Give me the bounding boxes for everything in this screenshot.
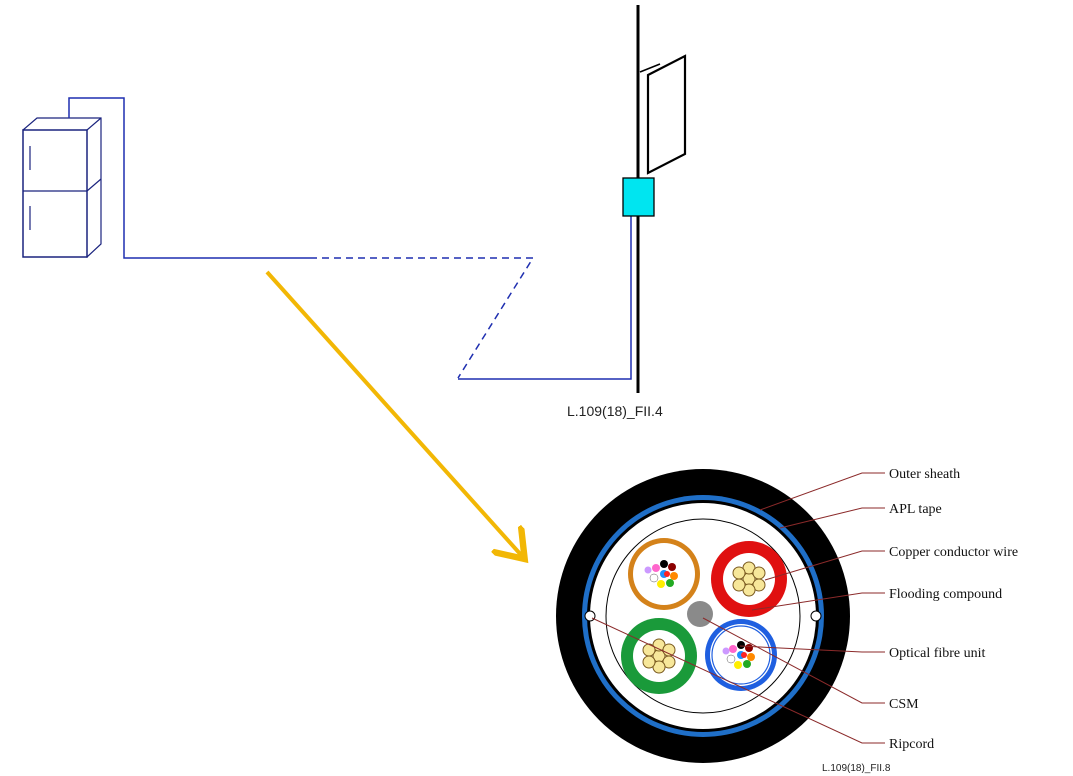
cable-route-dashed — [310, 257, 535, 379]
copper-unit — [711, 541, 787, 617]
leader-flooding — [751, 592, 885, 611]
leader-csm — [702, 617, 885, 704]
label-flooding-compound: Flooding compound — [889, 587, 1002, 602]
arrow-to-cross-section — [265, 270, 522, 556]
leader-apl-tape — [779, 507, 885, 529]
copper-unit-green — [621, 618, 697, 694]
cable-cross-section-figure: Outer sheath APL tape Copper conductor w… — [556, 467, 1018, 774]
fibre-unit-blue — [705, 619, 777, 691]
label-outer-sheath: Outer sheath — [889, 467, 960, 482]
central-strength-member — [687, 601, 713, 627]
leader-optical-unit — [739, 645, 885, 653]
ripcord-left — [584, 610, 596, 622]
label-apl-tape: APL tape — [889, 502, 942, 517]
label-csm: CSM — [889, 697, 919, 712]
splice-closure — [622, 177, 655, 217]
label-ripcord: Ripcord — [889, 737, 934, 752]
fibre-bundle — [644, 560, 678, 588]
leader-copper-wire — [764, 550, 885, 581]
cable-route-to-pole — [458, 216, 632, 380]
label-optical-fibre-unit: Optical fibre unit — [889, 646, 986, 661]
leader-outer-sheath — [759, 472, 885, 511]
leader-lines — [591, 472, 885, 744]
figure-caption-bottom: L.109(18)_FII.8 — [822, 763, 891, 774]
drop-installation-figure: L.109(18)_FII.4 — [22, 5, 687, 419]
label-copper-conductor-wire: Copper conductor wire — [889, 545, 1018, 560]
cable-route-solid — [68, 97, 310, 259]
flooding-boundary — [605, 518, 801, 714]
leader-ripcord — [591, 617, 885, 744]
ripcord-right — [810, 610, 822, 622]
figure-caption-top: L.109(18)_FII.4 — [567, 403, 663, 419]
fibre-unit-orange — [628, 538, 700, 610]
fibre-bundle — [722, 641, 755, 669]
pole-mounted-panel — [639, 54, 687, 175]
street-cabinet — [22, 117, 102, 258]
